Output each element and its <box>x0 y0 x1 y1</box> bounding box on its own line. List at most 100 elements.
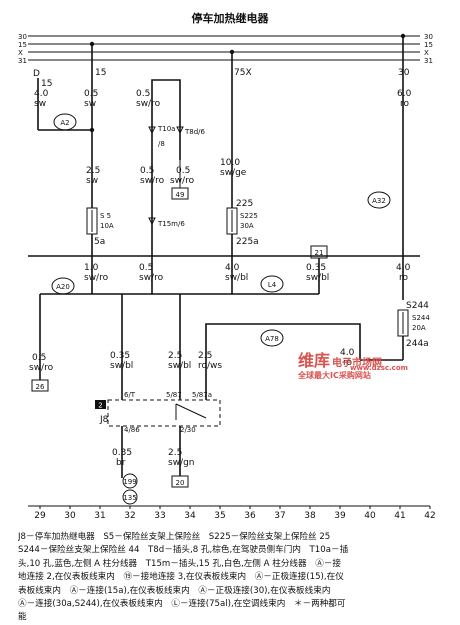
svg-text:维库: 维库 <box>298 351 330 370</box>
legend-line: 地连接 2,在仪表板线束内 ⑲－接地连接 3,在仪表板线束内 Ⓐ－正极连接(15… <box>18 572 344 583</box>
legend-line: 头,10 孔,蓝色,左侧 A 柱分线器 T15m－插头,15 孔,白色,左侧 A… <box>18 558 341 569</box>
page-number: 35 <box>214 511 225 521</box>
svg-text:135: 135 <box>123 494 136 502</box>
wire-gauge: 4.0 <box>340 348 355 358</box>
relay-pin: 6/T <box>124 391 136 399</box>
wire-gauge: 0.5 <box>32 353 46 363</box>
wire-color: ro <box>399 273 409 283</box>
wire-color: sw <box>84 99 96 109</box>
wire-color: sw/bl <box>110 361 133 371</box>
wiring-diagram: 停车加热继电器 30 15 X 31 30 15 X 31 D 15 15 75… <box>18 11 436 521</box>
wire-color: sw/ro <box>84 273 109 283</box>
wire-gauge: 4.0 <box>225 263 240 273</box>
svg-text:20A: 20A <box>412 324 426 332</box>
svg-text:www.dzsc.com: www.dzsc.com <box>350 364 408 372</box>
bus-label-right: 15 <box>424 41 433 49</box>
box-49: 49 <box>171 187 189 200</box>
wire-gauge: 6.0 <box>397 89 412 99</box>
bus-label-left: 30 <box>18 33 27 41</box>
svg-text:T8d/6: T8d/6 <box>184 128 206 136</box>
ground-135: 135 <box>122 489 138 505</box>
wire-gauge: 0.5 <box>176 166 190 176</box>
wire-gauge: 2.5 <box>168 351 182 361</box>
wire-color: sw/ge <box>220 168 247 178</box>
page-number: 42 <box>424 511 435 521</box>
relay-badge: 2 <box>98 402 102 410</box>
connection-l4: L4 <box>260 275 284 293</box>
svg-text:244a: 244a <box>406 339 429 349</box>
wire-color: sw/bl <box>306 273 329 283</box>
page-number: 31 <box>94 511 105 521</box>
svg-text:A78: A78 <box>265 335 279 343</box>
bus-label-left: 31 <box>18 57 27 65</box>
bus-label-right: X <box>424 49 429 57</box>
terminal-label: 30 <box>398 68 410 78</box>
relay-pin: 4/86 <box>124 426 140 434</box>
box-20: 20 <box>171 475 189 488</box>
connector-t8d: T8d/6 <box>176 126 206 136</box>
wire-gauge: 2.5 <box>86 166 100 176</box>
watermark: 维库 电子市场网 全球最大IC采购网站 www.dzsc.com <box>297 351 408 380</box>
bus-label-right: 30 <box>424 33 433 41</box>
svg-text:全球最大IC采购网站: 全球最大IC采购网站 <box>297 370 371 380</box>
page-number: 36 <box>244 511 256 521</box>
terminal-label: 15 <box>41 79 52 89</box>
connection-a78: A78 <box>260 329 284 347</box>
connection-a32: A32 <box>367 191 391 209</box>
svg-text:电子市场网: 电子市场网 <box>332 356 382 369</box>
svg-text:26: 26 <box>36 383 45 391</box>
fuse-s5: S 5 10A 5a <box>86 207 114 247</box>
box-26: 26 <box>31 379 49 392</box>
wire-color: sw/ro <box>170 176 195 186</box>
page-number: 38 <box>304 511 316 521</box>
wire-color: sw/bl <box>168 361 191 371</box>
wire-gauge: 0.5 <box>136 89 150 99</box>
svg-text:S225: S225 <box>240 212 258 220</box>
page-number: 33 <box>154 511 165 521</box>
wire-color: sw/gn <box>168 458 195 468</box>
connection-a20: A20 <box>51 277 75 295</box>
svg-text:225a: 225a <box>236 237 259 247</box>
page-number: 34 <box>184 511 196 521</box>
svg-text:30A: 30A <box>240 222 254 230</box>
legend-line: S244－保险丝支架上保险丝 44 T8d－插头,8 孔,棕色,在驾驶员侧车门内… <box>18 545 349 556</box>
relay-pin: 5/87a <box>192 391 212 399</box>
wire-color: sw/bl <box>225 273 248 283</box>
svg-text:20: 20 <box>176 479 185 487</box>
svg-text:S 5: S 5 <box>100 212 111 220</box>
connector-t15m: T15m/6 <box>148 217 185 228</box>
wiring-diagram-page: 停车加热继电器 30 15 X 31 30 15 X 31 D 15 15 75… <box>18 11 436 622</box>
bus-label-left: 15 <box>18 41 27 49</box>
ground-199: 199 <box>122 473 138 489</box>
bus-label-right: 31 <box>424 57 433 65</box>
wire-gauge: 0.35 <box>306 263 326 273</box>
legend-line: Ⓐ－连接(30a,S244),在仪表板线束内 Ⓛ－连接(75al),在空调线束内… <box>18 599 346 610</box>
bus-lines: 30 15 X 31 30 15 X 31 <box>18 33 433 65</box>
legend-line: 表板线束内 Ⓐ－连接(15a),在仪表板线束内 Ⓐ－正极连接(30),在仪表板线… <box>18 585 331 596</box>
wire-gauge: 0.35 <box>110 351 130 361</box>
wire-color: sw/ro <box>139 273 164 283</box>
svg-text:5a: 5a <box>94 237 105 247</box>
diagram-title: 停车加热继电器 <box>192 11 270 25</box>
wire-gauge: 4.0 <box>396 263 411 273</box>
wire-color: sw/ro <box>140 176 165 186</box>
relay-pin: 5/87 <box>166 391 182 399</box>
wire-gauge: 4.0 <box>34 89 49 99</box>
svg-text:T15m/6: T15m/6 <box>157 220 185 228</box>
wire-color: sw/ro <box>29 363 54 373</box>
page-number: 29 <box>34 511 46 521</box>
svg-text:S244: S244 <box>412 314 430 322</box>
svg-text:A2: A2 <box>60 119 69 127</box>
terminal-label: 75X <box>234 68 252 78</box>
relay-name: J8 <box>99 415 109 425</box>
relay-pin: 2/30 <box>180 426 196 434</box>
svg-text:199: 199 <box>123 478 136 486</box>
wire-gauge: 0.35 <box>112 448 132 458</box>
component-legend: J8－停车加热继电器 S5－保险丝支架上保险丝 S225－保险丝支架上保险丝 2… <box>18 531 448 625</box>
svg-text:21: 21 <box>315 249 324 257</box>
page-number: 37 <box>274 511 285 521</box>
wire-color: ro <box>400 99 410 109</box>
svg-text:T10a: T10a <box>157 125 175 133</box>
page-number: 30 <box>64 511 76 521</box>
wire-color: br <box>116 458 126 468</box>
